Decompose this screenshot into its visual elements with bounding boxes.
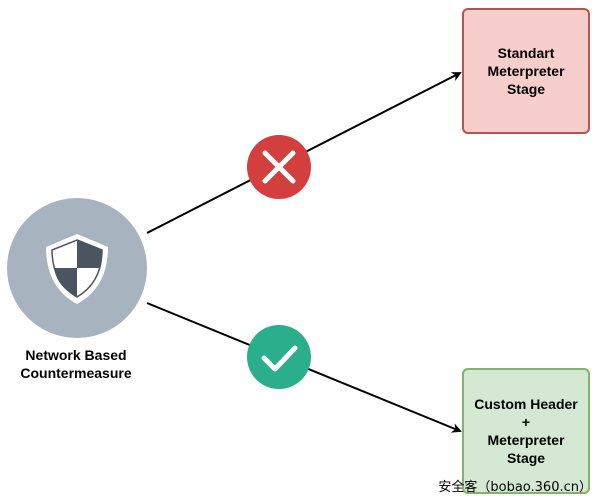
- check-icon: [261, 345, 298, 372]
- standard-stage-line2: Meterpreter: [487, 63, 565, 79]
- shield-icon: [46, 234, 108, 304]
- custom-stage-line1: Custom Header: [474, 396, 578, 412]
- standard-stage-box: Standart Meterpreter Stage: [462, 8, 590, 134]
- countermeasure-label: Network Based Countermeasure: [0, 346, 152, 382]
- custom-stage-line2: +: [521, 414, 531, 430]
- countermeasure-label-line1: Network Based: [25, 347, 127, 363]
- allowed-marker: [247, 325, 311, 389]
- blocked-marker: [247, 135, 311, 199]
- countermeasure-label-line2: Countermeasure: [20, 365, 132, 381]
- watermark: 安全客（bobao.360.cn）: [438, 480, 592, 495]
- custom-stage-line4: Stage: [506, 450, 546, 466]
- custom-header-stage-box: Custom Header + Meterpreter Stage: [462, 368, 590, 494]
- x-icon: [262, 150, 296, 184]
- standard-stage-line1: Standart: [497, 45, 555, 61]
- standard-stage-line3: Stage: [506, 81, 546, 97]
- custom-stage-line3: Meterpreter: [487, 432, 565, 448]
